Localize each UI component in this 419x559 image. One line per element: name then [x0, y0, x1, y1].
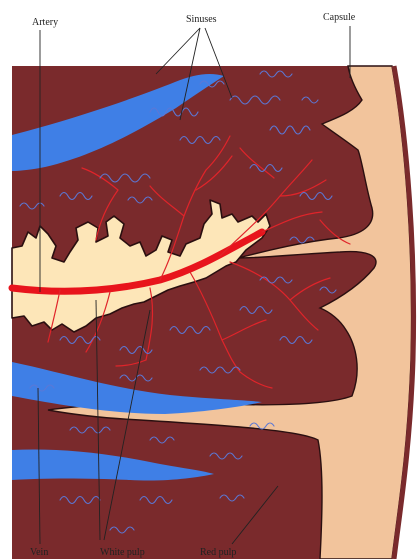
label-capsule: Capsule — [323, 12, 356, 23]
label-white-pulp: White pulp — [100, 547, 145, 558]
label-vein: Vein — [30, 547, 48, 558]
label-artery: Artery — [32, 17, 58, 28]
label-red-pulp: Red pulp — [200, 547, 236, 558]
label-sinuses: Sinuses — [186, 14, 217, 25]
